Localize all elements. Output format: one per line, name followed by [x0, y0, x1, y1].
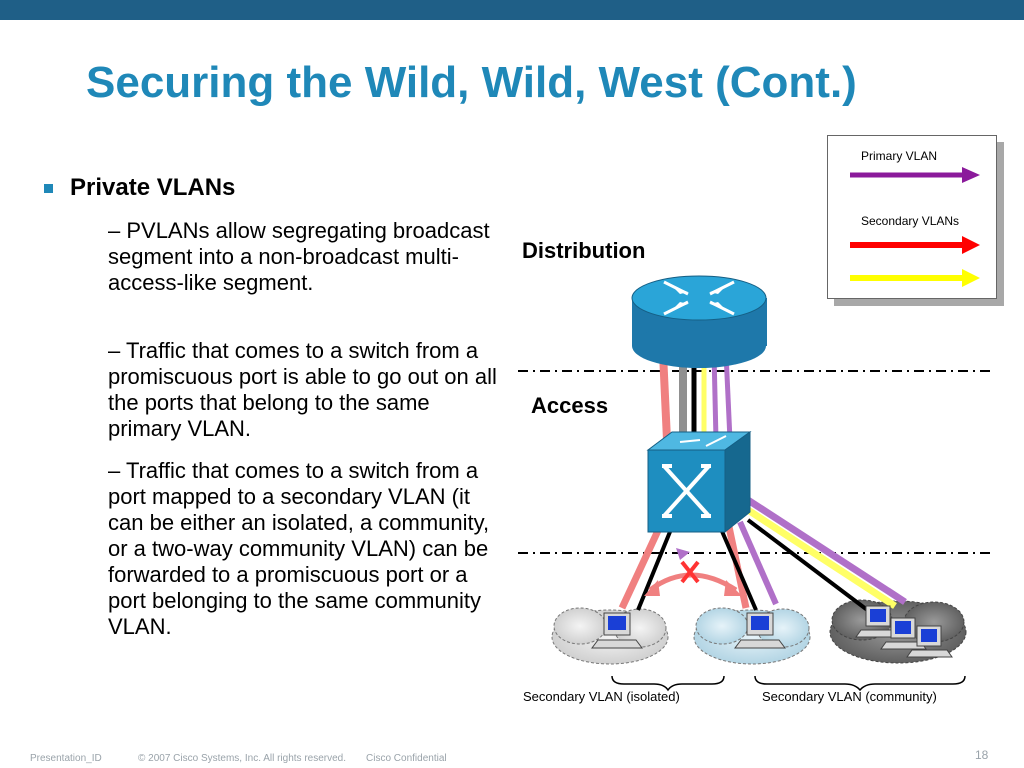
purple-arrow-tip-icon — [676, 548, 690, 560]
legend-primary-label: Primary VLAN — [861, 149, 938, 163]
bullet-square-icon — [44, 183, 53, 193]
community-caption: Secondary VLAN (community) — [762, 689, 937, 704]
sub-bullet-2: – Traffic that comes to a switch from a … — [108, 338, 497, 441]
host-links — [618, 497, 907, 614]
top-bar — [0, 0, 1024, 20]
switch-icon — [646, 431, 752, 534]
isolated-caption: Secondary VLAN (isolated) — [523, 689, 680, 704]
primary-vlan-arrow-icon — [850, 167, 980, 183]
community-brace — [754, 675, 966, 692]
footer-copyright: © 2007 Cisco Systems, Inc. All rights re… — [138, 753, 347, 764]
legend-swatches — [850, 167, 980, 287]
page-number: 18 — [975, 748, 989, 762]
bullet-private-vlans: Private VLANs — [44, 174, 235, 202]
workstation-icon — [906, 625, 953, 658]
workstation-icon — [734, 612, 786, 649]
isolated-cloud-1 — [551, 607, 669, 665]
footer-presentation-id: Presentation_ID — [30, 753, 102, 764]
bullet-text: Private VLANs — [70, 174, 236, 201]
legend-secondary-label: Secondary VLANs — [861, 214, 960, 228]
isolated-cloud-2 — [693, 607, 811, 665]
access-label: Access — [531, 393, 609, 418]
sub-bullet-3: – Traffic that comes to a switch from a … — [108, 458, 490, 639]
slide-title: Securing the Wild, Wild, West (Cont.) — [86, 58, 857, 107]
sub-bullet-1: – PVLANs allow segregating broadcast seg… — [108, 218, 490, 295]
vlan-legend: Primary VLAN Secondary VLANs — [827, 135, 997, 299]
workstation-icon — [880, 617, 927, 650]
isolated-brace — [611, 675, 725, 692]
secondary-vlan-yellow-arrow-icon — [850, 269, 980, 287]
secondary-vlan-red-arrow-icon — [850, 236, 980, 254]
footer-confidential: Cisco Confidential — [366, 753, 447, 764]
distribution-label: Distribution — [522, 238, 646, 263]
trunk-links — [659, 352, 733, 441]
router-icon — [631, 275, 767, 368]
isolated-block-icon — [644, 560, 742, 596]
workstation-icon — [591, 612, 643, 649]
